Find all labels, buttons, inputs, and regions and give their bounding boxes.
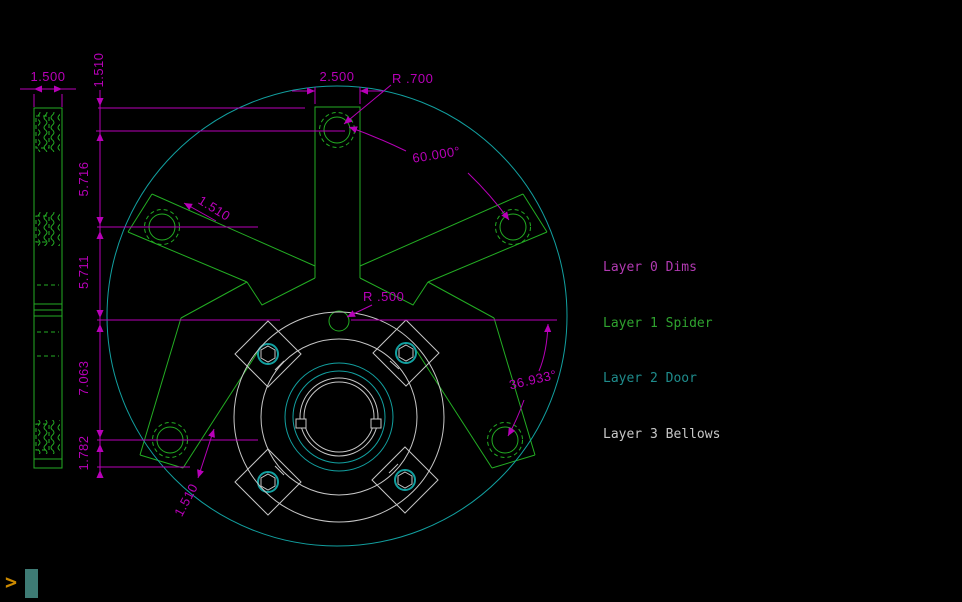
dim-arm-angle-top: 60.000° [411,143,461,165]
dim-top-hole-radius: R .700 [392,71,433,86]
layer-bellows-geometry [233,311,445,523]
bore-circle [303,381,375,453]
center-small-hole [328,310,350,332]
dim-center-hole-radius: R .500 [363,289,404,304]
command-prompt: > [5,570,18,594]
hex-nuts [260,344,414,491]
legend-item-spider: Layer 1 Spider [603,315,713,331]
dim-arm-width: 2.500 [319,69,354,84]
arm-holes [144,112,531,458]
dim-mid-span: 5.711 [76,255,91,289]
thread-hatch [38,420,60,454]
dim-top-offset: 1.510 [91,52,106,87]
dim-lower-span: 7.063 [76,360,91,395]
text-cursor [25,569,38,598]
legend-item-door: Layer 2 Door [603,371,697,386]
legend-item-bellows: Layer 3 Bellows [603,426,721,442]
dim-side-width: 1.500 [30,69,65,84]
layer-legend: Layer 0 Dims Layer 1 Spider Layer 2 Door… [603,222,743,463]
spider-arms [127,106,548,469]
thread-hatch [38,212,60,246]
clamp-blocks [234,319,440,516]
layer-spider-geometry [33,106,548,469]
legend-item-dims: Layer 0 Dims [603,260,697,275]
side-view [33,107,63,469]
dim-upper-left-arm-end: 1.510 [196,193,234,224]
layer-door-geometry [106,85,568,547]
dim-bottom-offset: 1.782 [76,435,91,470]
keyway-notch [295,418,307,429]
door-outline-circle [106,85,568,547]
dim-upper-span: 5.716 [76,161,91,196]
layer-dims-geometry: 1.500 1.510 5.716 5.711 7.063 1.782 2.50… [20,48,558,519]
keyway-notch [370,418,382,429]
dim-lower-left-arm-end: 1.510 [171,481,201,519]
command-line[interactable]: > [0,566,962,602]
dim-arm-angle-lower: 36.933° [508,367,559,393]
hub-outer-circle [233,311,445,523]
